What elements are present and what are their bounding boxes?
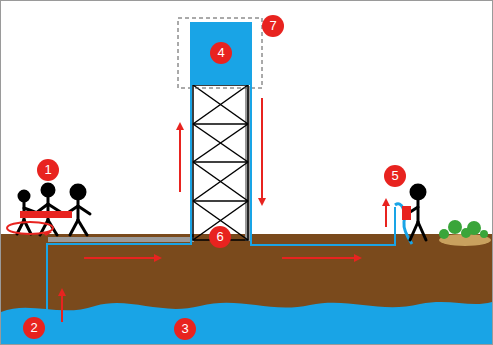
water-pipe xyxy=(47,85,395,320)
callout-number: 6 xyxy=(209,226,231,248)
callout-number: 1 xyxy=(37,159,59,181)
aquifer xyxy=(1,302,492,344)
plants xyxy=(439,220,488,239)
pump-handle xyxy=(20,211,72,218)
callout-number: 3 xyxy=(174,318,196,340)
pipe-casing xyxy=(48,237,194,242)
pump-rotation-head xyxy=(42,232,52,236)
callout-number: 2 xyxy=(23,317,45,339)
tank-outline xyxy=(178,18,262,88)
water-tank xyxy=(190,22,252,85)
bucket xyxy=(402,206,411,220)
callout-number: 5 xyxy=(384,165,406,187)
callout-number: 7 xyxy=(262,15,284,37)
flow-arrow xyxy=(62,98,386,322)
callout-number: 4 xyxy=(210,42,232,64)
tower-frame xyxy=(193,85,248,240)
ground xyxy=(1,234,492,344)
